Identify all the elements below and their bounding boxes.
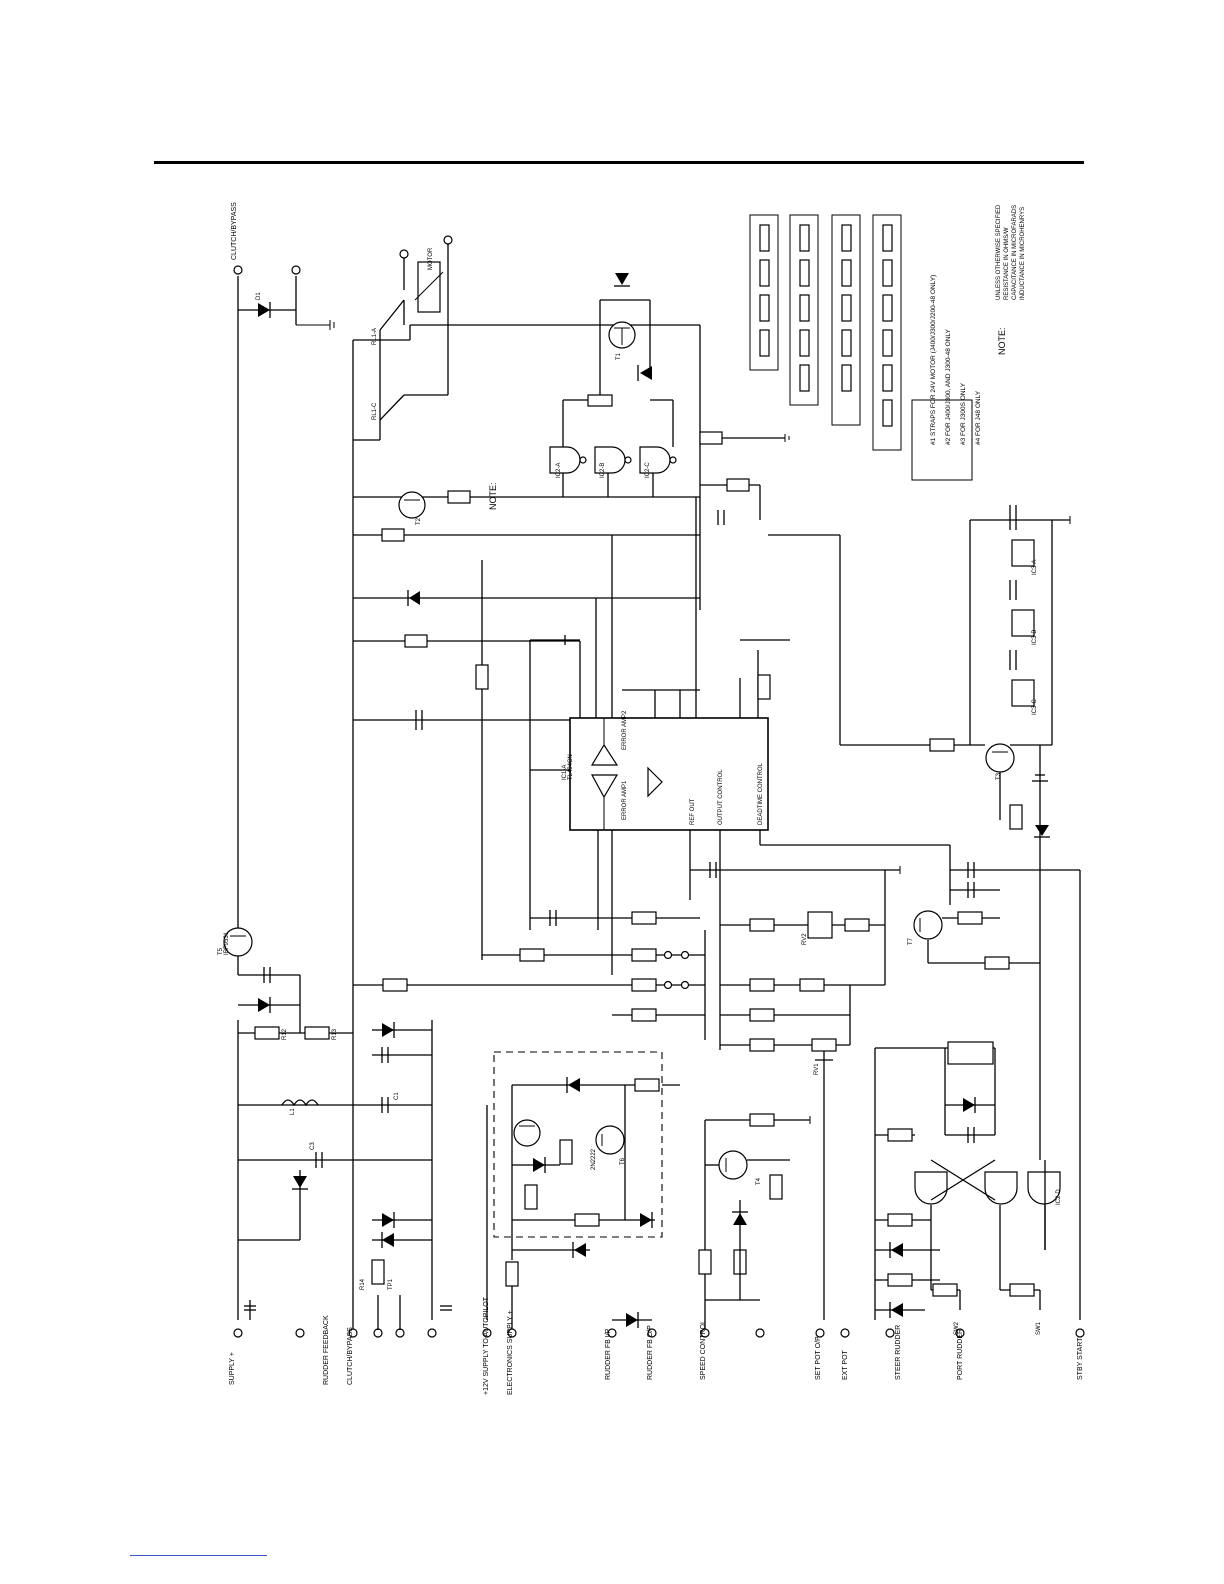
unless-note-1: UNLESS OTHERWISE SPECIFIED [996, 204, 1002, 300]
unless-note-3: CAPACITANCE IN MICROFARADS [1012, 205, 1018, 300]
label-ic2-c: IC2-C [645, 462, 651, 478]
label-electronics-supply: ELECTRONICS SUPPLY + [507, 1310, 514, 1395]
unless-note-2: RESISTANCE IN OHMS/W [1004, 227, 1010, 300]
label-c3: C3 [310, 1142, 316, 1150]
label-rl1-c: RL1-C [372, 402, 378, 420]
note-line-1: #1 STRAPS FOR 24V MOTOR (J400/J300/J200-… [930, 275, 937, 445]
label-rl1-a: RL1-A [372, 328, 378, 345]
footnote-rule [130, 1555, 267, 1556]
component-labels: IC1-A TL494CN ERROR AMP1 ERROR AMP2 REF … [218, 247, 1062, 1335]
label-ic3-a: IC3-A [1032, 560, 1038, 575]
label-ic3-b: IC3-B [1032, 630, 1038, 645]
ic-note-title: NOTE: [488, 482, 498, 510]
label-stby-start: STBY START [1077, 1337, 1084, 1380]
label-t6: T6 [620, 1157, 626, 1165]
unless-note-4: INDUCTANCE IN MICROHENRYS [1020, 207, 1026, 300]
label-l1: L1 [290, 1108, 296, 1115]
label-t3: T3 [996, 772, 1002, 780]
label-t5: T5 [218, 947, 224, 955]
label-ic2-b: IC2-B [600, 463, 606, 478]
transistor-t7 [913, 862, 1081, 1320]
label-supply-plus: SUPPLY + [229, 1352, 236, 1385]
label-steer-rudder: STEER RUDDER [895, 1325, 902, 1380]
top-rule [154, 161, 1084, 164]
diode-d1 [258, 302, 335, 330]
note-line-4: #4 FOR J48 ONLY [975, 390, 982, 445]
label-c1: C1 [394, 1092, 400, 1100]
label-12v-supply: +12V SUPPLY TO AUTOPILOT [483, 1296, 490, 1395]
label-ic2-a: IC2-A [556, 463, 562, 478]
label-r12: R12 [282, 1028, 288, 1040]
label-rudder-fb-ip: RUDDER FB I/P [605, 1328, 612, 1380]
middle-network [353, 862, 901, 1320]
relay-motor-block [353, 244, 701, 610]
label-rudder-fb-op: RUDDER FB O/P [647, 1325, 654, 1380]
label-ic2-d: IC2-D [1056, 1189, 1062, 1205]
transistor-t4 [612, 1120, 790, 1329]
option-box-2 [493, 1051, 680, 1329]
label-clutch-bypass-top: CLUTCH/BYPASS [231, 202, 238, 260]
ic1-block-ea1: ERROR AMP1 [622, 780, 628, 820]
label-irf9531: IRF9531 [224, 931, 230, 955]
label-t1: T1 [616, 352, 622, 360]
ic3-chain [768, 505, 1071, 1160]
note-title: NOTE: [997, 327, 1007, 355]
label-t4: T4 [756, 1177, 762, 1185]
label-speed-control: SPEED CONTROL [700, 1320, 707, 1380]
ic1-block-deadtime: DEADTIME CONTROL [758, 762, 764, 825]
label-2n2222: 2N2222 [591, 1148, 597, 1170]
label-rv2: RV2 [802, 933, 808, 945]
power-rail [237, 276, 488, 1330]
label-r14: R14 [360, 1278, 366, 1290]
ic1-part: TL494CN [568, 754, 574, 780]
nand-gates-ic2 [549, 370, 790, 525]
label-sw1: SW1 [1036, 1321, 1042, 1335]
label-ext-pot: EXT POT [842, 1349, 849, 1380]
resistor-networks [749, 214, 973, 481]
label-motor: MOTOR [428, 247, 434, 270]
latch-block [874, 1041, 1061, 1320]
ic1-block-ref: REF OUT [690, 798, 696, 825]
label-r13: R13 [332, 1028, 338, 1040]
note-block: NOTE: #1 STRAPS FOR 24V MOTOR (J400/J300… [488, 204, 1026, 510]
transistor-t1 [599, 273, 652, 381]
label-rv1: RV1 [814, 1063, 820, 1075]
edge-labels: SUPPLY + CLUTCH/BYPASS CLUTCH/BYPASS RUD… [229, 202, 1084, 1395]
ic1-block-output: OUTPUT CONTROL [718, 769, 724, 825]
ic1-block-ea2: ERROR AMP2 [622, 710, 628, 750]
label-d1: D1 [256, 292, 262, 300]
label-rudder-feedback: RUDDER FEEDBACK [323, 1315, 330, 1385]
label-sw2: SW2 [954, 1321, 960, 1335]
label-t2: T2 [416, 517, 422, 525]
label-port-rudder: PORT RUDDER [957, 1329, 964, 1380]
main-ic-tl494 [529, 497, 951, 975]
label-clutch-bypass-bottom: CLUTCH/BYPASS [347, 1327, 354, 1385]
label-tp1: TP1 [388, 1278, 394, 1290]
ic1-ref: IC1-A [562, 765, 568, 780]
label-t7: T7 [908, 937, 914, 945]
bus-components [353, 490, 700, 960]
note-line-3: #3 FOR J300S ONLY [960, 382, 967, 445]
label-ic3-c: IC3-C [1032, 699, 1038, 715]
input-filter [223, 927, 452, 1330]
note-line-2: #2 FOR J400/J300, AND J300-48 ONLY [945, 328, 952, 445]
label-set-pot-op: SET POT O/P [815, 1336, 822, 1380]
